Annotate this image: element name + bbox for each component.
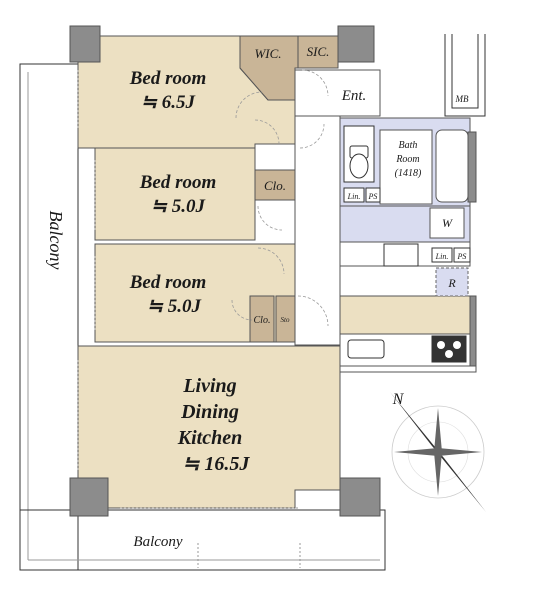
toilet-bowl-icon: [349, 153, 369, 179]
washer-label: W: [442, 216, 453, 230]
fridge-space: [435, 267, 469, 297]
compass-needle-icon: [390, 392, 444, 458]
entrance-floor: [294, 69, 381, 117]
bedroom-2-name: Bed room: [139, 172, 217, 193]
wall: [339, 365, 477, 373]
bedroom-3-size: ≒ 5.0J: [147, 296, 201, 317]
kitchen-sink-icon: [347, 339, 385, 359]
stove-icon: [431, 335, 467, 363]
closet-lower-label: Clo.: [254, 315, 271, 326]
compass-rose: [390, 392, 486, 512]
bedroom-1-size: ≒ 6.5J: [141, 92, 195, 113]
door-swing: [301, 69, 329, 97]
door-swing: [257, 247, 285, 275]
ps-upper-label: PS: [368, 192, 378, 201]
wall: [469, 295, 477, 369]
linen-box-lower: [431, 247, 453, 263]
compass-north-label: N: [392, 391, 405, 408]
wall-columns: [69, 25, 477, 517]
door-swing: [297, 295, 329, 327]
column: [69, 477, 109, 517]
burner-icon: [437, 341, 445, 349]
door-swing: [257, 205, 283, 231]
closet-lower: [249, 295, 275, 343]
fixtures: [343, 125, 471, 363]
ps-box-lower: [453, 247, 471, 263]
ldk-line-1: Living: [182, 375, 236, 397]
bedroom-2-size: ≒ 5.0J: [151, 196, 205, 217]
ldk-line-3: Kitchen: [177, 427, 242, 449]
door-swing: [235, 91, 263, 119]
storage: [275, 295, 296, 343]
ldk-size: ≒ 16.5J: [183, 453, 251, 475]
closets: [239, 35, 339, 343]
bath-size-label: (1418): [395, 168, 422, 179]
linen-upper-label: Lin.: [347, 192, 361, 201]
ps-lower-label: PS: [457, 252, 467, 261]
column: [339, 477, 381, 517]
balcony-outlines: [19, 63, 386, 571]
mb-shaft: [444, 34, 486, 117]
side-balcony-label: Balcony: [46, 211, 66, 270]
door-swing: [231, 299, 253, 321]
mb-label: MB: [455, 94, 469, 104]
entrance-label: Ent.: [341, 88, 367, 104]
bedroom-2-floor: [94, 147, 256, 241]
bedroom-1-name: Bed room: [129, 68, 207, 89]
door-swings: [231, 69, 329, 327]
column: [337, 25, 375, 63]
closet-upper-label: Clo.: [264, 178, 286, 193]
ps-box-upper: [365, 187, 381, 203]
bottom-balcony-label: Balcony: [133, 534, 182, 550]
bath-label-line-1: Bath: [399, 140, 418, 151]
bath-room-box: [379, 129, 433, 205]
column: [69, 25, 101, 63]
bathtub: [435, 129, 469, 203]
side-balcony-outline: [19, 63, 79, 571]
linen-lower-label: Lin.: [435, 252, 449, 261]
burner-icon: [453, 341, 461, 349]
bottom-balcony-outline: [19, 509, 386, 571]
hallway: [294, 69, 381, 346]
ldk-line-2: Dining: [180, 401, 239, 423]
wic-label: WIC.: [254, 46, 281, 61]
bedroom-3-name: Bed room: [129, 272, 207, 293]
storage-label: Sto: [281, 316, 290, 324]
linen-box-upper: [343, 187, 365, 203]
fridge-label: R: [447, 276, 456, 290]
closet-upper: [254, 169, 296, 201]
wall: [467, 131, 477, 203]
burner-icon: [445, 350, 453, 358]
wash-basin-icon: [383, 243, 419, 267]
sic-label: SIC.: [307, 44, 330, 59]
windows: [77, 70, 301, 568]
shoe-closet: [297, 35, 339, 69]
washer-space: [429, 207, 465, 239]
room-fills: [77, 35, 471, 509]
bath-label-line-2: Room: [395, 154, 419, 165]
